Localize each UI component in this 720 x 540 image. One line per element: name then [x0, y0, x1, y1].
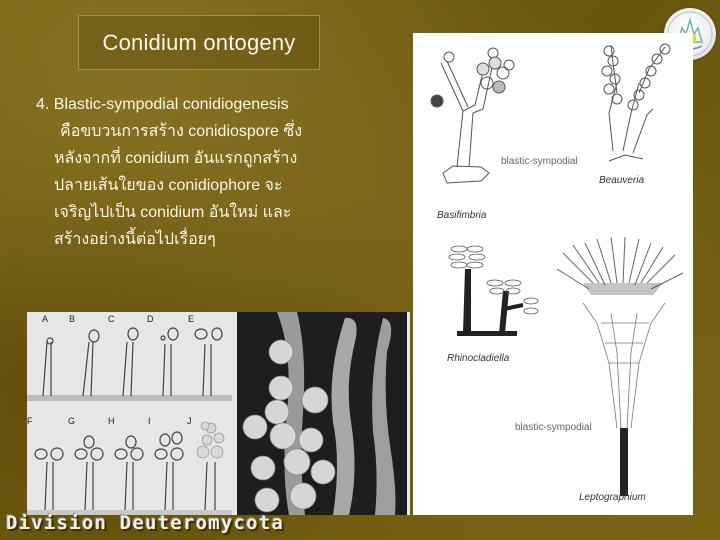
- photo-divider: [407, 312, 410, 515]
- leptographium-drawing: [556, 236, 684, 496]
- description-line: หลังจากที่ conidium อันแรกถูกสร้าง: [54, 150, 298, 167]
- mode-caption: blastic-sympodial: [515, 422, 592, 433]
- basifimbria-drawing: [430, 47, 515, 184]
- conidiophore-diagram: Basifimbria blastic-sympodial Beauveria: [413, 33, 693, 515]
- description-line: คือขบวนการสร้าง conidiospore ซึ่ง: [60, 123, 303, 140]
- rhinocladiella-drawing: [448, 245, 539, 336]
- description-line: ปลายเส้นใยของ conidiophore จะ: [54, 177, 283, 194]
- genus-label-beauveria: Beauveria: [599, 175, 644, 186]
- slide-title-box: Conidium ontogeny: [78, 15, 320, 70]
- stage-letter: D: [147, 314, 154, 324]
- stage-letter: E: [188, 314, 194, 324]
- stage-letter: I: [148, 416, 151, 426]
- sem-micrograph: [237, 312, 407, 515]
- stage-letter: J: [187, 416, 192, 426]
- genus-label-rhinocladiella: Rhinocladiella: [447, 353, 510, 364]
- description-line: เจริญไปเป็น conidium อันใหม่ และ: [54, 204, 292, 221]
- stage-letter: H: [108, 416, 115, 426]
- stage-letter: A: [42, 314, 48, 324]
- genus-label-leptographium: Leptographium: [579, 492, 646, 503]
- genus-label-basifimbria: Basifimbria: [437, 210, 487, 221]
- description-paragraph: คือขบวนการสร้าง conidiospore ซึ่ง หลังจา…: [36, 118, 366, 253]
- section-heading: 4. Blastic-sympodial conidiogenesis: [36, 96, 289, 113]
- stage-letter: F: [27, 416, 33, 426]
- footer-division-title: Division Deuteromycota: [6, 512, 285, 534]
- stage-letter: B: [69, 314, 75, 324]
- slide-title: Conidium ontogeny: [102, 29, 296, 55]
- beauveria-drawing: [601, 43, 671, 162]
- stage-letter: G: [68, 416, 75, 426]
- body-text: 4. Blastic-sympodial conidiogenesis คือข…: [36, 91, 366, 253]
- light-micrograph-sequence: A B C D E F G H I J: [27, 312, 237, 515]
- stage-letters-top: A B C D E: [42, 314, 194, 324]
- stage-letter: C: [108, 314, 115, 324]
- mode-caption: blastic-sympodial: [501, 156, 578, 167]
- description-line: สร้างอย่างนี้ต่อไปเรื่อยๆ: [54, 231, 216, 248]
- stage-letters-bottom: F G H I J: [27, 416, 192, 426]
